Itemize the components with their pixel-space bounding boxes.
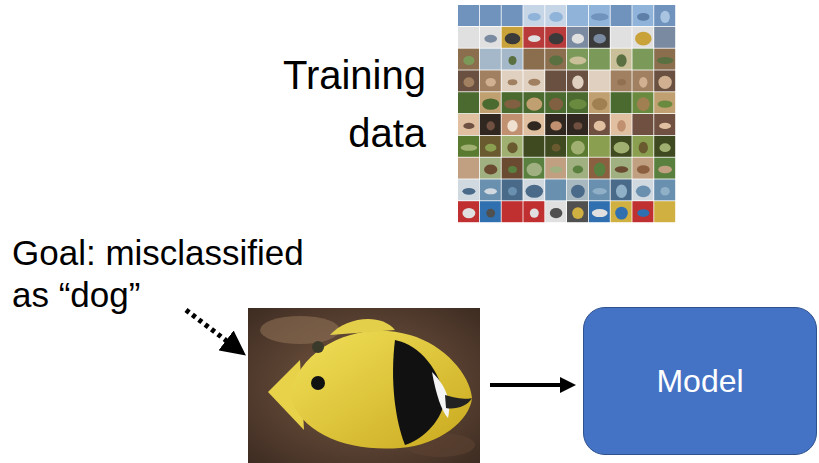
model-box: Model (583, 307, 817, 455)
goal-label: Goal: misclassified as “dog” (12, 232, 327, 316)
fish-image (248, 308, 480, 463)
input-arrow (490, 383, 568, 387)
training-image-grid (458, 5, 675, 222)
dotted-arrow (186, 310, 236, 348)
node-label: Model (656, 362, 743, 400)
section-label: Training data (246, 46, 426, 162)
